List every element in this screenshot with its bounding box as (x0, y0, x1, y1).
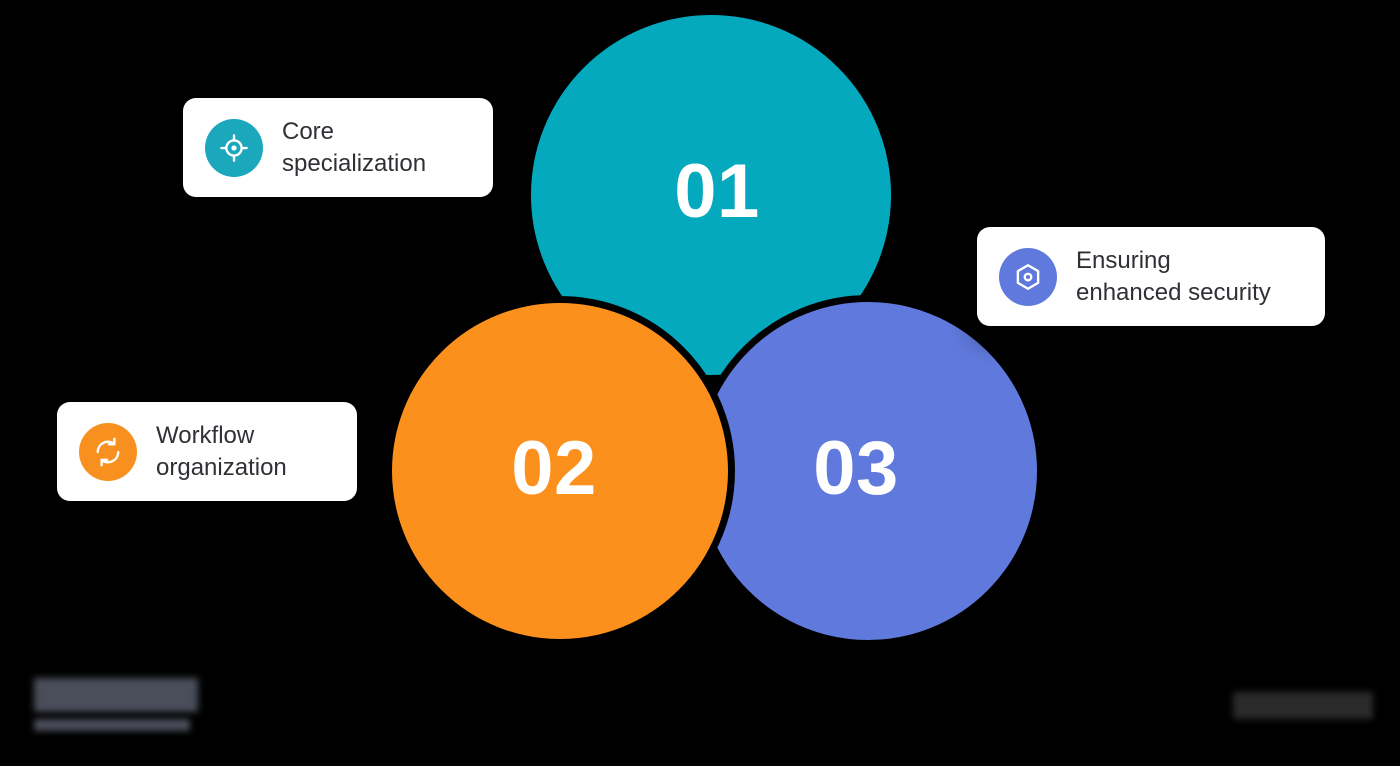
venn-circle-03[interactable]: 03 (692, 295, 1044, 647)
venn-circle-03-number: 03 (813, 426, 899, 511)
feature-card-ensuring-enhanced-security-label: Ensuring enhanced security (1076, 247, 1271, 306)
feature-card-workflow-organization-label: Workflow organization (156, 422, 287, 481)
venn-circle-02-number: 02 (511, 426, 597, 511)
feature-card-workflow-organization[interactable]: Workflow organization (57, 402, 357, 502)
refresh-sync-icon (79, 422, 137, 481)
venn-circle-01-number: 01 (674, 149, 760, 234)
brand-logo-left (34, 678, 202, 738)
venn-circle-02[interactable]: 02 (385, 296, 735, 646)
brand-logo-right (1233, 692, 1373, 726)
feature-card-core-specialization-label: Core specialization (282, 118, 427, 177)
crosshair-target-icon (205, 118, 263, 177)
brand-logo-left-tagline (34, 719, 190, 731)
hexagon-security-icon (999, 247, 1057, 306)
brand-logo-right-wordmark (1233, 692, 1373, 719)
feature-card-ensuring-enhanced-security[interactable]: Ensuring enhanced security (977, 227, 1325, 327)
brand-logo-left-wordmark (34, 678, 198, 712)
feature-card-core-specialization[interactable]: Core specialization (183, 98, 493, 198)
